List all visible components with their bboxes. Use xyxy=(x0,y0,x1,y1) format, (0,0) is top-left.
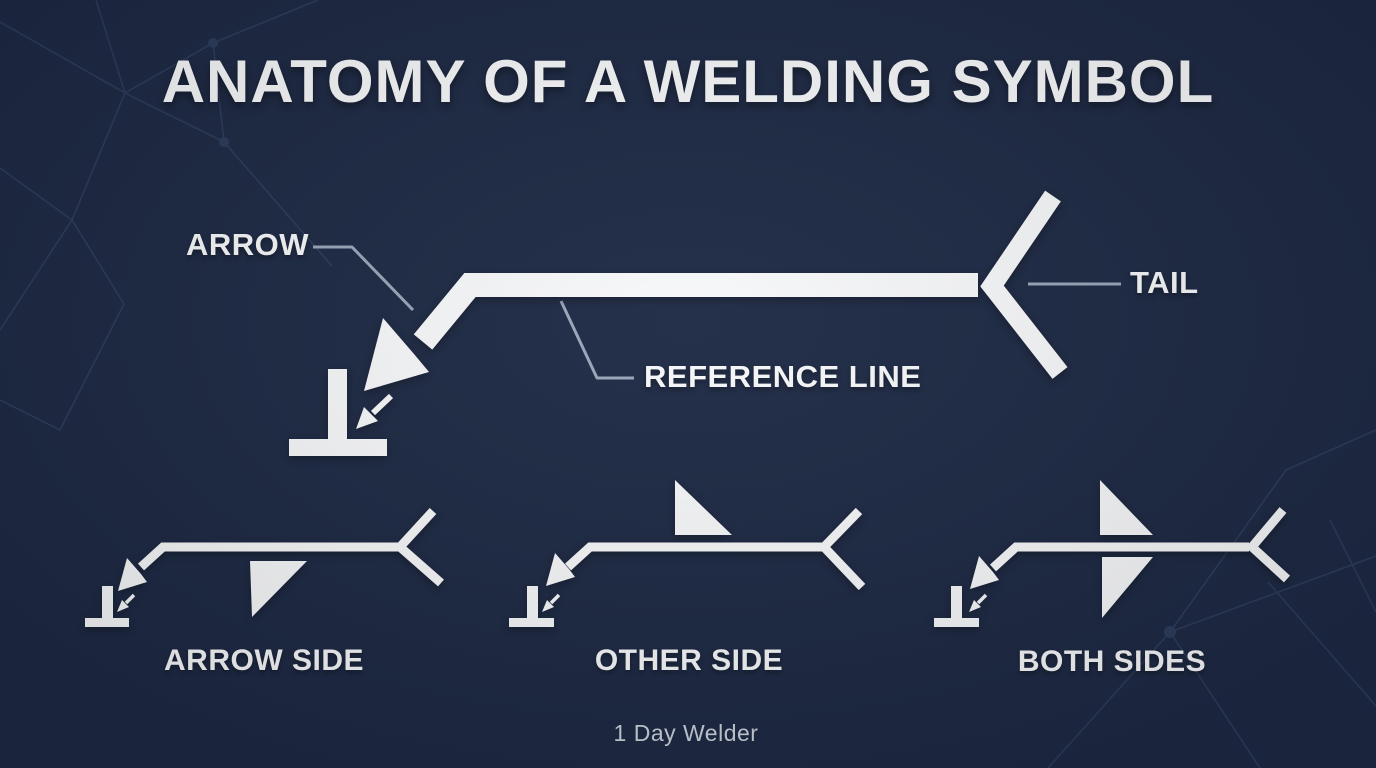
arrow-callout-label: ARROW xyxy=(186,227,310,262)
main-welding-symbol xyxy=(289,190,1068,456)
fillet-weld-symbol-below-line xyxy=(250,561,307,617)
main-weld-pointer-arrow xyxy=(356,393,394,429)
reference-line-callout-label: REFERENCE LINE xyxy=(644,359,922,394)
reference-line xyxy=(564,542,822,571)
tail xyxy=(817,507,866,591)
main-tee-joint xyxy=(289,369,387,456)
fillet-weld-symbol-above-line xyxy=(675,480,732,535)
arrowhead xyxy=(970,556,999,589)
example-both-sides-symbol xyxy=(934,480,1291,627)
footer-credit: 1 Day Welder xyxy=(613,720,759,746)
main-tail xyxy=(980,190,1068,379)
reference-line-leader-line xyxy=(559,300,634,380)
tail xyxy=(1245,507,1291,583)
tee-joint-vertical-plate xyxy=(328,369,347,439)
network-node-dot xyxy=(1164,626,1176,638)
arrow-leader-line xyxy=(313,245,415,312)
reference-line xyxy=(989,542,1249,572)
main-arrowhead xyxy=(364,318,429,391)
background-network-bottom-right xyxy=(1047,429,1376,768)
main-reference-line xyxy=(413,273,978,350)
tee-joint-base-plate xyxy=(289,439,387,456)
tail xyxy=(393,507,444,587)
reference-line xyxy=(137,542,399,571)
fillet-weld-symbol-above-line xyxy=(1100,480,1153,535)
tee-joint xyxy=(85,586,129,627)
network-node-dot xyxy=(208,38,218,48)
fillet-weld-symbol-below-line xyxy=(1102,557,1153,618)
weld-pointer-arrow xyxy=(542,593,561,612)
example-arrow-side-symbol xyxy=(85,507,444,627)
other-side-label: OTHER SIDE xyxy=(594,644,784,677)
arrow-side-label: ARROW SIDE xyxy=(164,644,364,677)
arrowhead xyxy=(118,558,147,591)
tail-callout-label: TAIL xyxy=(1130,265,1199,300)
tee-joint xyxy=(509,586,554,627)
arrowhead xyxy=(546,553,575,586)
weld-pointer-arrow xyxy=(117,593,136,612)
weld-pointer-arrow xyxy=(969,593,988,612)
infographic-title: ANATOMY OF A WELDING SYMBOL xyxy=(161,48,1215,115)
example-other-side-symbol xyxy=(509,480,866,627)
network-node-dot xyxy=(219,137,229,147)
background-network-top-left xyxy=(0,0,333,431)
both-sides-label: BOTH SIDES xyxy=(1017,645,1207,678)
tee-joint xyxy=(934,586,979,627)
